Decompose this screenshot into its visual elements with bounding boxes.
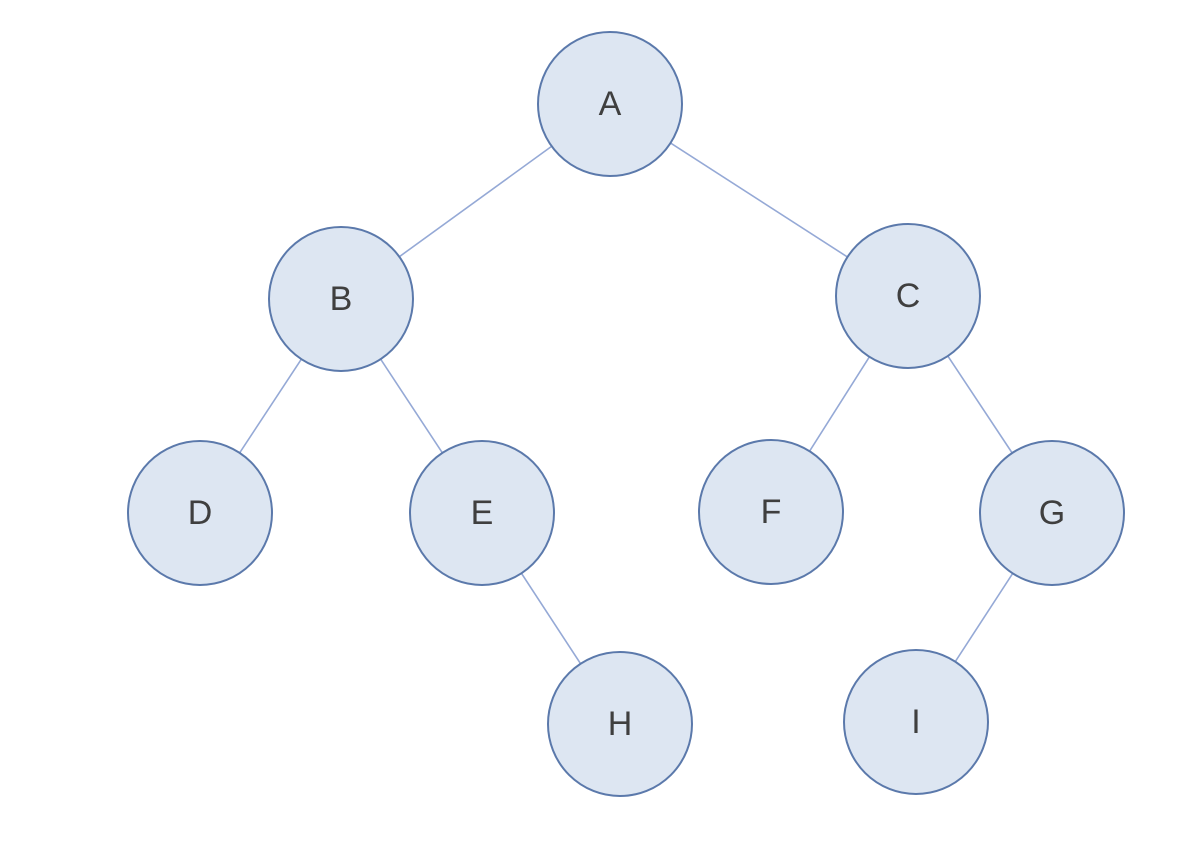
tree-node-label-B: B bbox=[330, 280, 353, 318]
tree-node-label-I: I bbox=[911, 703, 920, 741]
tree-node-C: C bbox=[835, 223, 981, 369]
tree-node-B: B bbox=[268, 226, 414, 372]
tree-node-circle-C bbox=[835, 223, 981, 369]
tree-node-I: I bbox=[843, 649, 989, 795]
tree-node-label-E: E bbox=[471, 494, 494, 532]
tree-node-D: D bbox=[127, 440, 273, 586]
tree-node-label-D: D bbox=[188, 494, 213, 532]
tree-node-circle-G bbox=[979, 440, 1125, 586]
tree-node-E: E bbox=[409, 440, 555, 586]
tree-node-circle-I bbox=[843, 649, 989, 795]
tree-node-circle-H bbox=[547, 651, 693, 797]
tree-node-circle-A bbox=[537, 31, 683, 177]
tree-node-G: G bbox=[979, 440, 1125, 586]
tree-node-F: F bbox=[698, 439, 844, 585]
tree-node-H: H bbox=[547, 651, 693, 797]
tree-node-circle-D bbox=[127, 440, 273, 586]
tree-node-circle-F bbox=[698, 439, 844, 585]
tree-node-label-G: G bbox=[1039, 494, 1065, 532]
tree-node-label-F: F bbox=[761, 493, 782, 531]
node-layer: A B C D E F G H I bbox=[127, 31, 1125, 797]
tree-node-circle-E bbox=[409, 440, 555, 586]
tree-node-A: A bbox=[537, 31, 683, 177]
tree-node-circle-B bbox=[268, 226, 414, 372]
tree-node-label-C: C bbox=[896, 277, 921, 315]
tree-node-label-H: H bbox=[608, 705, 633, 743]
edge-layer bbox=[199, 103, 1053, 725]
tree-node-label-A: A bbox=[599, 85, 622, 123]
